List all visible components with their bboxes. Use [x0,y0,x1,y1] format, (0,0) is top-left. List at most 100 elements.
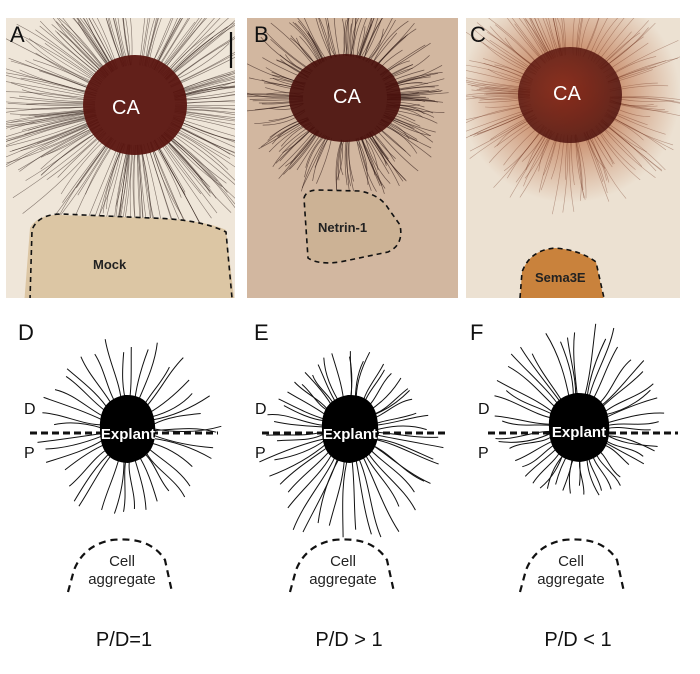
neurite [147,379,190,414]
neurite [94,353,119,407]
neurite-fiber [170,56,235,88]
neurite-fiber [318,18,333,59]
aggregate-label-line1: Cell [109,553,135,570]
neurite [365,449,416,511]
neurite-fiber [325,18,336,58]
neurite [278,398,327,421]
explant [321,394,379,463]
neurite [371,444,425,482]
explant-stain [83,55,187,155]
neurite [273,421,325,428]
aggregate-label: CA [112,97,140,119]
neurite [45,439,105,463]
neurite-fiber [77,18,114,72]
neurite-fiber [356,18,367,58]
neurite-fiber [6,75,97,97]
sema3e-tissue [520,248,604,298]
mock-tissue [24,214,235,298]
neurite [375,425,427,431]
neurite [144,449,186,498]
neurite [367,377,402,412]
neurite-fiber [142,18,151,66]
neurite [287,450,335,509]
neurite-fiber [6,116,98,147]
neurite [113,455,125,514]
cell-aggregate-outline [288,538,396,593]
neurite-fiber [105,18,123,68]
neurite [375,434,444,449]
tissue-label: Netrin-1 [318,220,367,235]
neurite-fiber [6,68,97,95]
neurite [602,389,651,416]
aggregate-label: CA [553,83,581,105]
neurite [354,455,372,535]
neurite-fiber [360,136,383,186]
ratio-label: P/D=1 [96,629,152,651]
neurite [317,454,343,524]
aggregate-label-line2: aggregate [309,571,377,588]
neurite [80,356,115,409]
neurite-fiber [345,139,352,187]
neurite [374,438,434,460]
aggregate-label-line2: aggregate [537,571,605,588]
neurite-fiber [366,133,400,187]
neurite [279,445,330,485]
neurite-fiber [6,121,100,166]
panel-letter-b: B [254,22,269,47]
neurite-fiber [358,137,377,192]
explant-stain [518,47,622,143]
neurite-fiber [303,18,327,61]
neurite-fiber [327,18,337,57]
neurite [259,438,326,463]
neurite-fiber [340,139,345,176]
neurite-fiber [113,18,125,67]
explant-label: Explant [552,424,606,441]
neurite-fiber [355,26,366,58]
neurite-fiber [344,139,348,186]
neurite-fiber [316,137,333,184]
neurite-fiber [348,23,352,57]
cell-aggregate-outline [518,538,626,593]
cell-aggregate-outline [66,538,174,593]
neurite-fiber [359,18,379,59]
neurite-fiber [174,104,235,107]
neurite [375,412,417,425]
neurite [351,455,357,530]
neurite [101,454,121,511]
panel-letter-d: D [18,320,34,345]
neurite-fiber [16,23,103,83]
neurite [605,412,665,424]
neurite-fiber [364,135,391,184]
neurite-fiber [349,18,356,57]
neurite [494,415,553,425]
neurite-fiber [358,18,375,59]
neurite-fiber [335,139,342,195]
neurite [153,434,214,449]
neurite [45,435,103,450]
panel-letter-a: A [10,22,25,47]
neurite-fiber [6,81,96,99]
neurite-fiber [353,18,362,57]
neurite-fiber [139,18,146,66]
neurite-fiber [122,18,132,66]
photo-panel-a: A CA Mock [6,18,235,298]
neurite [66,368,111,412]
neurite [590,346,619,404]
neurite-fiber [96,18,119,69]
dorsal-label: D [255,401,267,418]
neurite [283,405,326,422]
neurite-fiber [351,18,359,57]
tissue-outline [303,189,402,264]
neurite [128,455,135,510]
neurite-fiber [345,18,350,57]
neurite [360,453,400,532]
neurite [342,455,349,538]
neurite [43,396,104,422]
neurite [292,452,338,530]
neurite [151,395,210,421]
photo-panel-c: C CA Sema3E [466,18,680,298]
neurite [152,437,212,459]
neurite-fiber [54,137,113,224]
neurite [502,420,553,426]
